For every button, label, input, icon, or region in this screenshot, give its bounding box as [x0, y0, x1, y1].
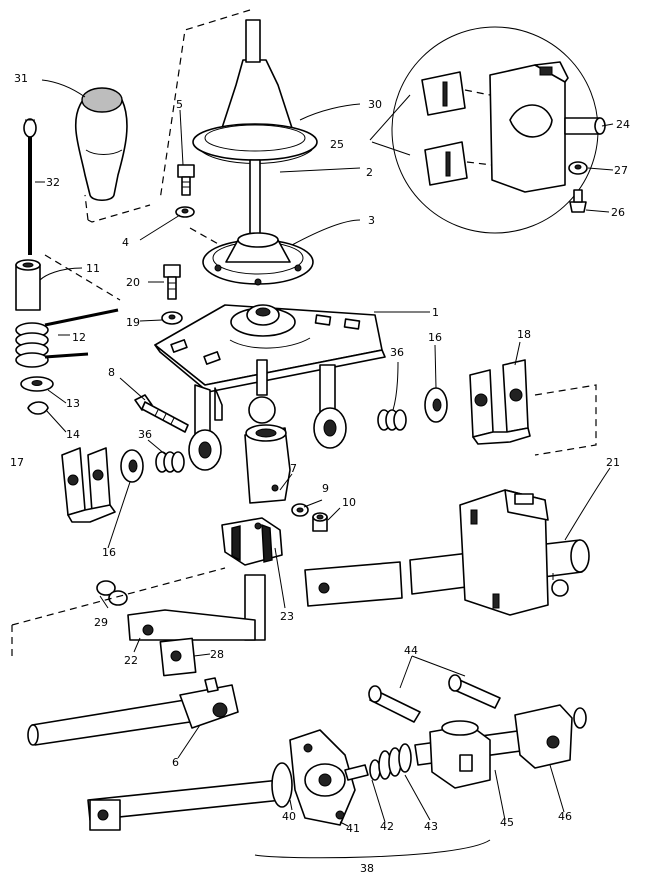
- bolt-20: [163, 264, 181, 300]
- bracket-17: [61, 447, 116, 523]
- sleeve-11: [15, 259, 41, 311]
- label-46: 46: [558, 810, 572, 823]
- bolt-5: [177, 164, 195, 196]
- label-36-right: 36: [390, 346, 404, 359]
- label-11: 11: [86, 262, 100, 275]
- bracket-18: [469, 359, 531, 445]
- bracket-46: [514, 704, 587, 769]
- label-40: 40: [282, 810, 296, 823]
- part-labels: 31 32 5 30 2 4 3 25 24 27 26 11 20 19 12…: [10, 72, 630, 875]
- label-38: 38: [360, 862, 374, 875]
- label-7: 7: [290, 462, 297, 475]
- gear-lever-shaft: [249, 159, 261, 236]
- label-10: 10: [342, 496, 356, 509]
- selector-block-7: [244, 424, 291, 504]
- label-32: 32: [46, 176, 60, 189]
- label-44: 44: [404, 644, 418, 657]
- label-5: 5: [176, 98, 183, 111]
- washer-16-left: [120, 449, 144, 483]
- bushing-36-left: [155, 451, 185, 473]
- label-20: 20: [126, 276, 140, 289]
- collar-40: [271, 762, 293, 808]
- label-26: 26: [611, 206, 625, 219]
- block-45: [414, 720, 529, 789]
- spring-43: [369, 743, 412, 781]
- gear-lever-boot: [192, 19, 318, 164]
- label-42: 42: [380, 820, 394, 833]
- label-30: 30: [368, 98, 382, 111]
- shift-rod-21: [304, 489, 590, 616]
- label-13: 13: [66, 397, 80, 410]
- leader-lines: [35, 79, 614, 827]
- label-23: 23: [280, 610, 294, 623]
- label-9: 9: [322, 482, 329, 495]
- pin-42: [344, 764, 369, 781]
- base-plate: [154, 304, 386, 471]
- label-36-left: 36: [138, 428, 152, 441]
- label-14: 14: [66, 428, 80, 441]
- label-3: 3: [368, 214, 375, 227]
- label-28: 28: [210, 648, 224, 661]
- label-27: 27: [614, 164, 628, 177]
- shift-rod: [23, 118, 37, 255]
- label-6: 6: [172, 756, 179, 769]
- label-4: 4: [122, 236, 129, 249]
- label-43: 43: [424, 820, 438, 833]
- retaining-cup: [202, 232, 314, 286]
- lever-22: [127, 609, 256, 641]
- label-19: 19: [126, 316, 140, 329]
- rod-6: [27, 677, 239, 746]
- part-10: [312, 512, 328, 532]
- washer-16-right: [424, 387, 448, 423]
- label-24: 24: [616, 118, 630, 131]
- label-21: 21: [606, 456, 620, 469]
- clip-14: [27, 401, 49, 415]
- label-18: 18: [517, 328, 531, 341]
- gear-knob: [74, 87, 128, 202]
- label-1: 1: [432, 306, 439, 319]
- ball-joint: [248, 359, 276, 424]
- label-29: 29: [94, 616, 108, 629]
- bushing-36-right: [377, 409, 407, 431]
- detail-inset: [391, 26, 606, 234]
- plate-41: [289, 729, 356, 826]
- plate-28: [159, 637, 197, 677]
- label-41: 41: [346, 822, 360, 835]
- pins-44: [368, 674, 501, 723]
- label-25: 25: [330, 138, 344, 151]
- label-31: 31: [14, 72, 28, 85]
- label-2: 2: [366, 166, 373, 179]
- bolt-8: [134, 394, 189, 433]
- nut-29: [96, 580, 128, 606]
- label-17: 17: [10, 456, 24, 469]
- selector-23: [221, 517, 283, 566]
- spring-12: [15, 308, 119, 368]
- label-8: 8: [108, 366, 115, 379]
- label-45: 45: [500, 816, 514, 829]
- label-16-left: 16: [102, 546, 116, 559]
- label-22: 22: [124, 654, 138, 667]
- label-16-right: 16: [428, 331, 442, 344]
- shaft-40: [87, 779, 283, 831]
- label-12: 12: [72, 331, 86, 344]
